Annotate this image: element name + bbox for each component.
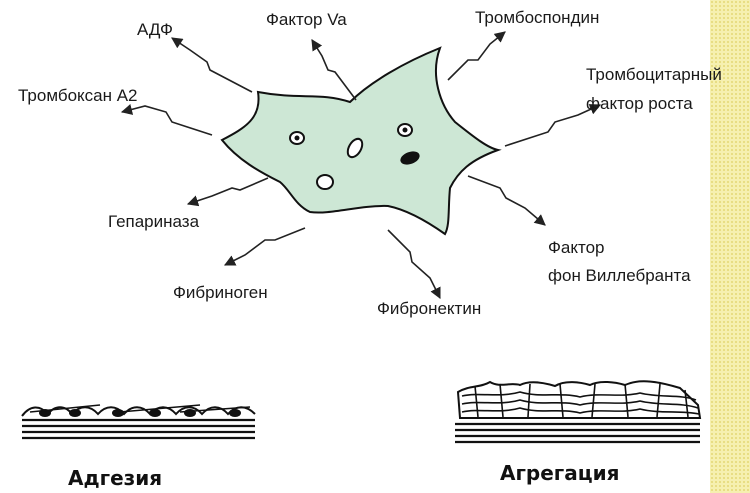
- arrow-thromboxane: [122, 106, 212, 135]
- label-adp: АДФ: [137, 20, 173, 40]
- arrow-fibronectin: [388, 230, 440, 298]
- arrow-adp: [172, 38, 252, 92]
- label-growth-factor-line2: фактор роста: [586, 94, 693, 114]
- arrow-vwf: [468, 176, 545, 225]
- aggregation-schematic: [455, 381, 700, 442]
- label-heparinase: Гепариназа: [108, 212, 199, 232]
- caption-adhesion: Адгезия: [68, 466, 162, 490]
- label-growth-factor-line1: Тромбоцитарный: [586, 65, 722, 85]
- label-thromboxane: Тромбоксан А2: [18, 86, 138, 106]
- arrow-heparinase: [188, 178, 268, 204]
- arrow-fibrinogen: [225, 228, 305, 265]
- label-vwf-line1: Фактор: [548, 238, 605, 258]
- label-fibrinogen: Фибриноген: [173, 283, 268, 303]
- arrow-thrombospondin: [448, 32, 505, 80]
- caption-aggregation: Агрегация: [500, 461, 619, 485]
- adhesion-schematic: [22, 405, 255, 438]
- label-thrombospondin: Тромбоспондин: [475, 8, 599, 28]
- label-fibronectin: Фибронектин: [377, 299, 481, 319]
- label-vwf-line2: фон Виллебранта: [548, 266, 691, 286]
- label-factor-va: Фактор Va: [266, 10, 347, 30]
- arrow-factor-va: [312, 40, 356, 100]
